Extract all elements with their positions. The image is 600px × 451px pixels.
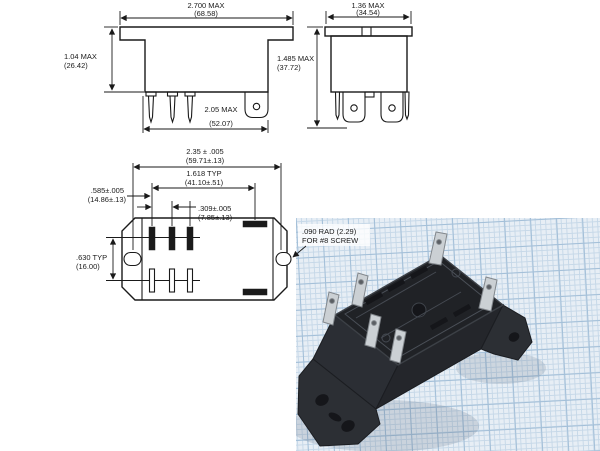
side-height-label: 1.485 MAX — [277, 54, 314, 63]
tab-hole — [329, 298, 335, 304]
front-height-label: 1.04 MAX — [64, 52, 97, 61]
relay-photo-illustration — [296, 231, 546, 451]
side-pin — [404, 91, 410, 121]
screw-note-line1: .090 RAD (2.29) — [302, 227, 357, 236]
base-molding-lines — [355, 268, 462, 343]
terminal-slot — [168, 268, 176, 293]
bottom-row-pitch-mm-label: (16.00) — [76, 262, 100, 271]
front-width-mm-label: (68.58) — [194, 9, 218, 18]
bottom-row-pitch-label: .630 TYP — [76, 253, 107, 262]
terminal-slot — [186, 226, 194, 251]
bottom-pin-offset-mm-label: (14.86±.13) — [88, 195, 127, 204]
relay-photo — [296, 218, 600, 451]
bottom-view-drawing: 2.35 ± .005 (59.71±.13) 1.618 TYP (41.10… — [76, 147, 292, 301]
side-tab-hole — [388, 104, 396, 112]
terminal-tab — [322, 291, 340, 326]
side-height-mm-label: (37.72) — [277, 63, 301, 72]
terminal-tab — [389, 328, 407, 364]
relay-mounting-flange-left — [297, 358, 381, 447]
flange-slot — [328, 412, 342, 422]
tab-hole — [396, 335, 402, 341]
terminal-tab — [351, 272, 369, 308]
front-base-width-label: 2.05 MAX — [205, 105, 238, 114]
tab-hole — [436, 239, 442, 245]
bottom-mounting-span-label: 2.35 ± .005 — [186, 147, 223, 156]
bottom-terminal-span-mm-label: (41.10±.51) — [185, 178, 224, 187]
mounting-slot-left — [123, 251, 142, 267]
terminal-slot — [148, 226, 156, 251]
flange-hole — [508, 332, 520, 342]
mounting-slot-right — [275, 251, 292, 267]
terminal-tab — [364, 313, 382, 349]
relay-mounting-flange-right — [480, 304, 533, 361]
bottom-pin-pitch-label: .309±.005 — [198, 204, 231, 213]
screw-slot-annotation: .090 RAD (2.29) FOR #8 SCREW — [292, 224, 370, 258]
screw-note-line2: FOR #8 SCREW — [302, 236, 359, 245]
terminal-slot — [168, 226, 176, 251]
flange-hole — [315, 394, 329, 406]
tab-hole — [358, 279, 364, 285]
terminal-slot-horizontal — [242, 288, 268, 296]
side-pin — [334, 91, 341, 121]
tab-hole — [371, 320, 377, 326]
bottom-pin-offset-label: .585±.005 — [91, 186, 124, 195]
terminal-tab — [428, 231, 448, 266]
terminal-tab — [478, 276, 498, 312]
side-terminal-tab — [380, 92, 404, 123]
front-pins — [147, 95, 194, 124]
terminal-slot-horizontal — [242, 220, 268, 228]
base-terminal-slots — [364, 265, 472, 331]
front-tab-hole — [252, 102, 261, 111]
base-rivet — [411, 302, 427, 318]
relay-body — [297, 303, 533, 447]
bottom-terminal-span-label: 1.618 TYP — [186, 169, 221, 178]
tab-hole — [486, 284, 492, 290]
side-width-mm-label: (34.54) — [356, 8, 380, 17]
bottom-mounting-span-mm-label: (59.71±.13) — [186, 156, 225, 165]
side-view-drawing: 1.36 MAX (34.54) 1.485 MAX (37.72) — [277, 1, 413, 129]
side-width-label: 1.36 MAX — [352, 1, 385, 10]
note-backing — [298, 224, 370, 246]
front-view-drawing: 2.700 MAX (68.58) 1.04 MAX (26.42) 2.05 … — [64, 1, 294, 133]
side-tab-hole — [350, 104, 358, 112]
flange-hole — [341, 420, 355, 432]
bottom-pin-pitch-mm-label: (7.85±.13) — [198, 213, 233, 222]
front-width-label: 2.700 MAX — [187, 1, 224, 10]
side-terminal-tab — [342, 92, 366, 123]
relay-terminal-tabs — [322, 231, 498, 364]
front-mounting-tab — [244, 92, 269, 119]
relay-shadow-right — [456, 352, 546, 384]
front-base-width-mm-label: (52.07) — [209, 119, 233, 128]
terminal-slot — [186, 268, 194, 293]
terminal-slot — [148, 268, 156, 293]
front-height-mm-label: (26.42) — [64, 61, 88, 70]
